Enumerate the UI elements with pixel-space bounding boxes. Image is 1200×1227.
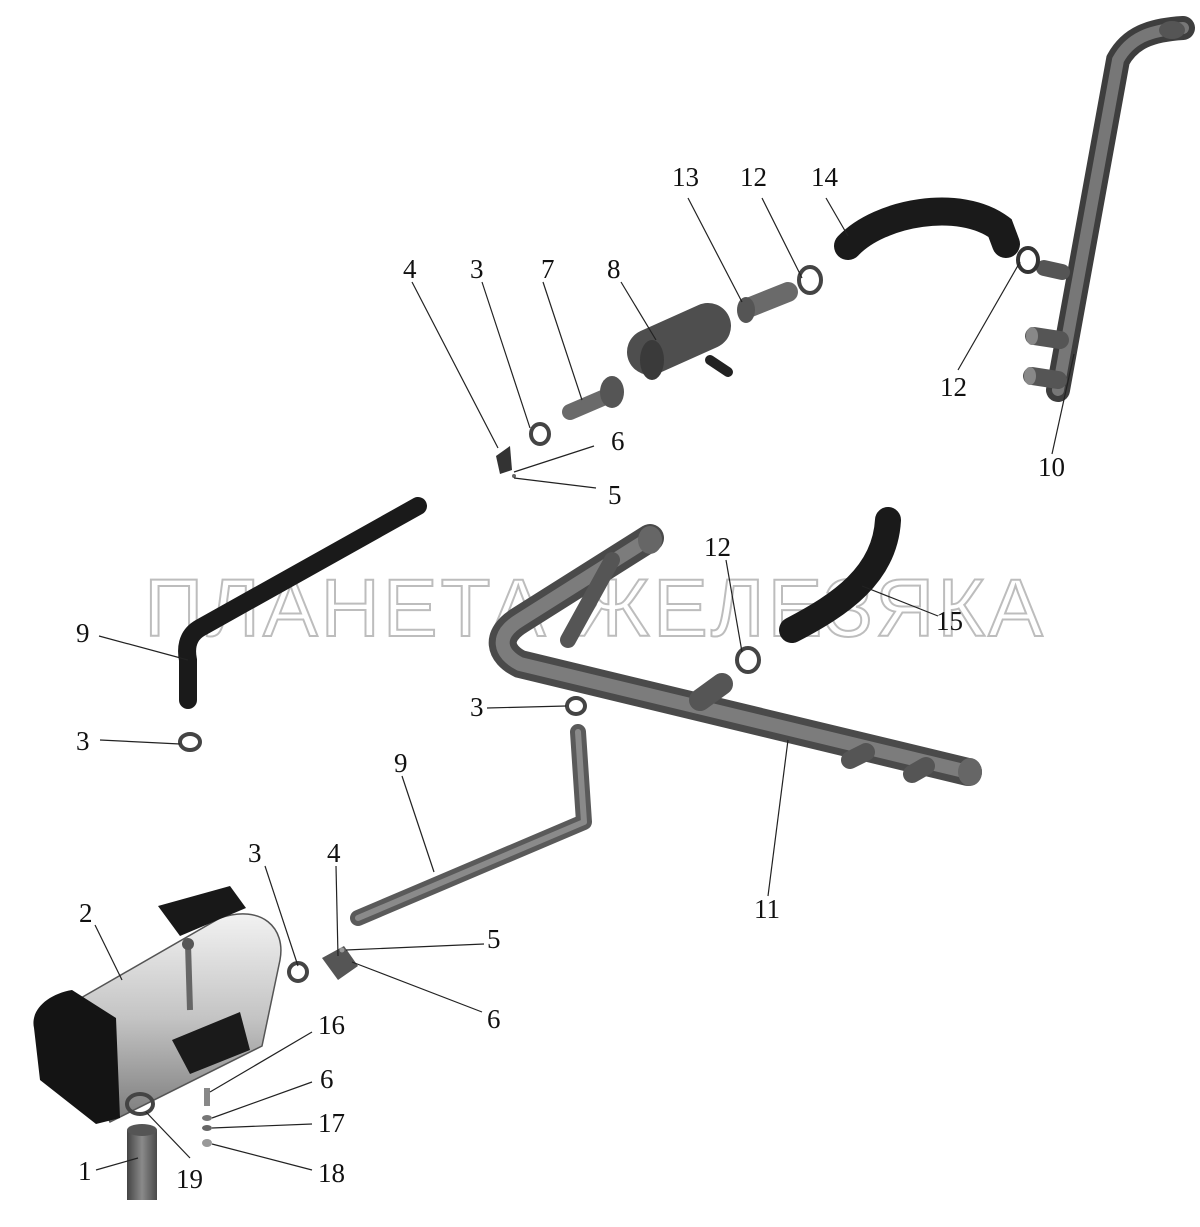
callout-4-upper: 4: [403, 254, 417, 284]
part-11-pipe: [488, 524, 982, 786]
part-3-clamp-b: [178, 732, 202, 752]
part-19-clamp: [125, 1092, 155, 1116]
callout-3-mid: 3: [470, 692, 484, 722]
part-1-tube: [127, 1124, 157, 1200]
part-12-clamp-mid: [735, 646, 761, 674]
part-12-clamp-top: [797, 246, 1040, 295]
part-4-bracket-lower: [322, 946, 358, 980]
part-13-fitting: [737, 282, 798, 323]
callout-3-left: 3: [76, 726, 90, 756]
callout-6-lower: 6: [487, 1004, 501, 1034]
callout-16: 16: [318, 1010, 345, 1040]
callout-13: 13: [672, 162, 699, 192]
callout-12-mid: 12: [704, 532, 731, 562]
callout-12-right: 12: [940, 372, 967, 402]
callout-15: 15: [936, 606, 963, 636]
callout-6-upper: 6: [611, 426, 625, 456]
part-3-clamp-a: [529, 422, 551, 446]
callout-18: 18: [318, 1158, 345, 1188]
leader-lines: [94, 197, 1075, 1171]
part-3-clamp-d: [287, 961, 309, 983]
callout-3-lower: 3: [248, 838, 262, 868]
callout-12-top: 12: [740, 162, 767, 192]
callout-2: 2: [79, 898, 93, 928]
callout-14: 14: [811, 162, 839, 192]
callout-labels: 1 2 3 3 3 3 4 4 5 5 6 6 6 7 8 9 9 10 11 …: [76, 162, 1065, 1194]
callout-11: 11: [754, 894, 780, 924]
part-8-valve: [627, 303, 733, 380]
part-14-hose: [834, 197, 1020, 260]
part-4-bracket-top: [496, 446, 516, 478]
callout-6-hardware: 6: [320, 1064, 334, 1094]
part-10-pipe: [1023, 16, 1195, 402]
callout-1: 1: [78, 1156, 92, 1186]
callout-9-lower: 9: [394, 748, 408, 778]
part-7-fitting: [562, 376, 624, 420]
callout-4-lower: 4: [327, 838, 341, 868]
callout-5-lower: 5: [487, 924, 501, 954]
callout-7: 7: [541, 254, 555, 284]
part-2-heater: [33, 886, 282, 1124]
part-9-pipe-lower: [350, 724, 592, 926]
callout-5-upper: 5: [608, 480, 622, 510]
hardware-16-17-18: [202, 1088, 212, 1147]
callout-9-upper: 9: [76, 618, 90, 648]
callout-19: 19: [176, 1164, 203, 1194]
callout-17: 17: [318, 1108, 345, 1138]
part-15-hose: [779, 507, 901, 643]
callout-8: 8: [607, 254, 621, 284]
callout-10: 10: [1038, 452, 1065, 482]
callout-3-upper: 3: [470, 254, 484, 284]
part-3-clamp-c: [565, 696, 587, 716]
